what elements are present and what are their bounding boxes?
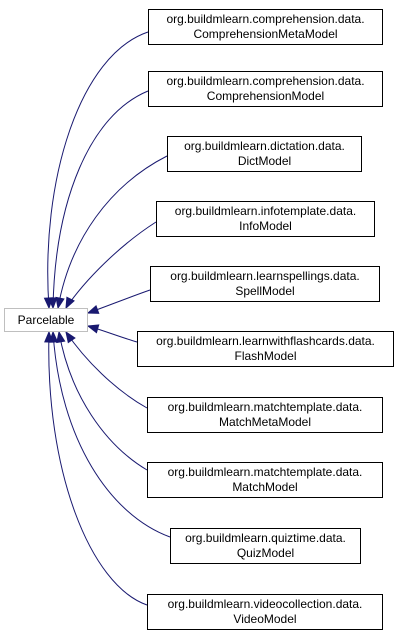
edge-dict-model-arrowhead — [55, 296, 65, 310]
parcelable-node[interactable]: Parcelable — [4, 308, 88, 332]
video-model-node[interactable]: org.buildmlearn.videocollection.data. Vi… — [147, 594, 383, 630]
video-model-class: VideoModel — [233, 612, 297, 626]
spell-model-package: org.buildmlearn.learnspellings.data. — [170, 269, 360, 283]
match-meta-model-package: org.buildmlearn.matchtemplate.data. — [167, 400, 363, 414]
edge-info-model — [65, 221, 157, 309]
edge-match-meta-model-arrowhead — [65, 330, 76, 344]
match-model-package: org.buildmlearn.matchtemplate.data. — [167, 465, 363, 479]
match-model-class: MatchModel — [232, 480, 298, 494]
edge-spell-model-arrowhead — [86, 304, 100, 314]
edge-comprehension-meta-model — [47, 31, 149, 309]
info-model-node[interactable]: org.buildmlearn.infotemplate.data. InfoM… — [156, 201, 375, 237]
dict-model-node[interactable]: org.buildmlearn.dictation.data. DictMode… — [167, 136, 362, 172]
edge-quiz-model — [52, 331, 171, 538]
spell-model-class: SpellModel — [235, 284, 295, 298]
flash-model-node[interactable]: org.buildmlearn.learnwithflashcards.data… — [137, 331, 394, 367]
video-model-package: org.buildmlearn.videocollection.data. — [167, 597, 363, 611]
quiz-model-package: org.buildmlearn.quiztime.data. — [185, 531, 346, 545]
comprehension-model-package: org.buildmlearn.comprehension.data. — [166, 74, 365, 88]
edge-comprehension-model — [52, 90, 149, 309]
comprehension-model-node[interactable]: org.buildmlearn.comprehension.data. Comp… — [148, 71, 383, 107]
info-model-package: org.buildmlearn.infotemplate.data. — [174, 204, 357, 218]
match-model-node[interactable]: org.buildmlearn.matchtemplate.data. Matc… — [147, 462, 383, 498]
match-meta-model-class: MatchMetaModel — [218, 415, 312, 429]
flash-model-class: FlashModel — [234, 349, 297, 363]
comprehension-model-class: ComprehensionModel — [206, 89, 325, 103]
parcelable-label: Parcelable — [17, 313, 75, 327]
edge-video-model — [48, 331, 148, 606]
dict-model-class: DictModel — [237, 154, 292, 168]
flash-model-package: org.buildmlearn.learnwithflashcards.data… — [156, 334, 375, 348]
comprehension-meta-model-package: org.buildmlearn.comprehension.data. — [166, 12, 365, 26]
spell-model-node[interactable]: org.buildmlearn.learnspellings.data. Spe… — [150, 266, 380, 302]
quiz-model-node[interactable]: org.buildmlearn.quiztime.data. QuizModel — [170, 528, 361, 564]
edge-dict-model — [57, 155, 168, 309]
edge-match-model-arrowhead — [56, 330, 66, 344]
info-model-class: InfoModel — [239, 219, 292, 233]
comprehension-meta-model-class: ComprehensionMetaModel — [193, 27, 338, 41]
edge-info-model-arrowhead — [65, 296, 75, 310]
edge-video-model-arrowhead — [44, 330, 54, 343]
quiz-model-class: QuizModel — [236, 546, 295, 560]
dict-model-package: org.buildmlearn.dictation.data. — [184, 139, 345, 153]
edge-flash-model-arrowhead — [86, 324, 100, 334]
comprehension-meta-model-node[interactable]: org.buildmlearn.comprehension.data. Comp… — [148, 9, 383, 45]
edge-comprehension-model-arrowhead — [48, 297, 58, 310]
edge-match-model — [58, 331, 148, 471]
edge-match-meta-model — [65, 331, 148, 409]
match-meta-model-node[interactable]: org.buildmlearn.matchtemplate.data. Matc… — [147, 397, 383, 433]
